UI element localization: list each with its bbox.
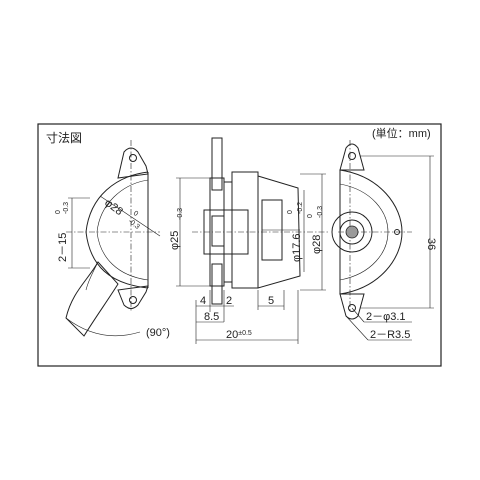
middle-center-block (203, 209, 249, 255)
left-slot-dim: 2－15 (57, 233, 69, 262)
left-rotated-lid (65, 261, 119, 337)
right-view: 36 2－φ3.1 2－R3.5 (331, 140, 437, 341)
left-top-hole (129, 154, 137, 162)
dim-20: 20±0.5 (226, 329, 252, 341)
left-diameter-tol-lo: -0.3 (127, 218, 141, 231)
dim-5: 5 (268, 295, 274, 307)
unit-label: (単位：mm) (372, 126, 431, 140)
right-bottom-flange (339, 293, 365, 320)
right-hub-outer (331, 211, 373, 253)
right-body-inner (339, 183, 389, 281)
dim-4: 4 (200, 295, 206, 307)
left-body-arc (85, 171, 149, 289)
dim-d28: φ28 (311, 235, 323, 254)
dim-radius: 2－R3.5 (370, 329, 410, 341)
drawing-frame (37, 123, 442, 367)
hole-leader (351, 307, 365, 323)
left-diameter-tol-hi: 0 (132, 210, 139, 218)
angle-label: (90°) (146, 327, 170, 339)
middle-center-slot (211, 215, 225, 247)
dim-2: 2 (226, 295, 232, 307)
right-pin (394, 229, 400, 235)
middle-top-shaft (211, 137, 223, 191)
dim-d25-tol: -0.3 (177, 208, 184, 220)
right-bottom-hole (348, 304, 356, 312)
left-swing-arc (65, 317, 141, 337)
drawing-title: 寸法図 (46, 131, 82, 145)
dim-d176: φ17.6 (291, 233, 303, 262)
middle-main-body (231, 171, 259, 289)
middle-view: φ25 -0.3 φ17.6 0 -0.2 φ28 0 -0.3 4 2 5 8… (169, 137, 330, 344)
right-top-hole (348, 152, 356, 160)
right-body (339, 169, 403, 295)
left-diameter-leader (99, 195, 161, 237)
left-top-flange (117, 147, 149, 179)
middle-bottom-shaft (211, 263, 223, 305)
left-view: 2－15 0 -0.3 φ28 0 -0.3 (90°) (55, 140, 170, 339)
right-top-flange (339, 143, 365, 171)
dim-d176-tol-lo: -0.2 (297, 202, 304, 214)
right-hub-core (345, 225, 359, 239)
dim-d25: φ25 (169, 231, 181, 250)
left-slot-tol-lo: -0.3 (63, 202, 70, 214)
dim-d28-tol-lo: -0.3 (317, 206, 324, 218)
left-body-inner-arc (96, 179, 149, 281)
left-slot-tol-hi: 0 (55, 210, 62, 214)
dim-hole: 2－φ3.1 (366, 311, 406, 323)
radius-leader (345, 315, 369, 341)
left-bottom-hole (129, 296, 137, 304)
dim-36: 36 (425, 238, 437, 250)
dim-85: 8.5 (204, 311, 219, 323)
right-hub-mid (339, 219, 365, 245)
dim-d28-tol-hi: 0 (307, 214, 314, 218)
left-bottom-flange (117, 285, 149, 309)
left-lid-hinge (85, 261, 99, 291)
middle-right-taper (257, 175, 301, 289)
dim-d176-tol-hi: 0 (287, 210, 294, 214)
